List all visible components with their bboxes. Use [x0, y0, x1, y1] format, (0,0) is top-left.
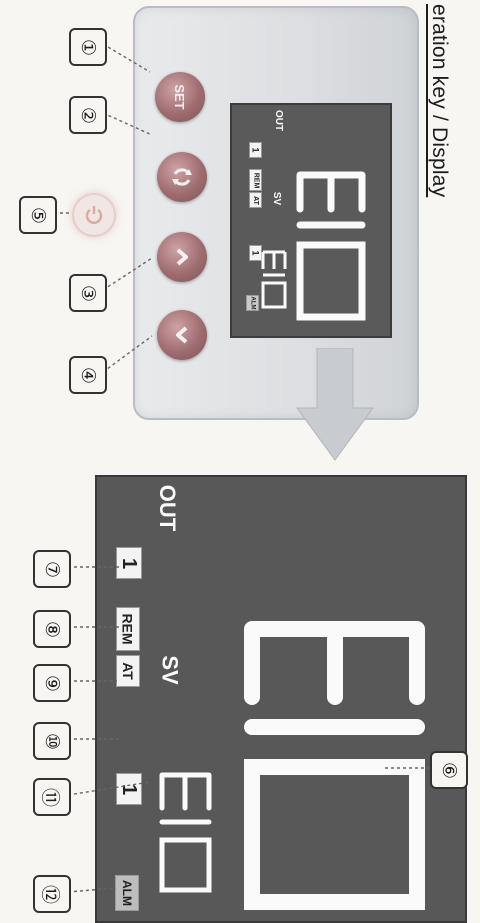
small-display: OUT 1 REM AT SV 1 ALM: [230, 103, 392, 338]
small-out-num: 1: [249, 142, 262, 158]
small-pv-value: [296, 171, 366, 321]
callout-8: ⑧: [33, 610, 71, 648]
big-rem-tag: REM: [116, 607, 140, 651]
callout-6: ⑥: [430, 751, 468, 789]
chevron-up-icon: [157, 310, 207, 360]
mode-cycle-icon: [157, 152, 207, 202]
small-sv-value: [261, 250, 287, 309]
mode-key[interactable]: [157, 152, 207, 202]
big-sv-value: [159, 772, 212, 893]
callout-4: ④: [69, 356, 107, 394]
big-out-num: 1: [116, 547, 142, 579]
small-rem-tag: REM: [249, 169, 262, 191]
callout-9: ⑨: [33, 664, 71, 702]
power-icon: [85, 206, 103, 224]
down-key[interactable]: [157, 232, 207, 282]
page-title: eration key / Display: [428, 4, 451, 198]
power-key[interactable]: [72, 193, 116, 237]
enlarged-display: OUT 1 REM AT SV 1 ALM: [95, 475, 467, 923]
callout-12: ⑫: [33, 875, 71, 913]
arrow-down-icon: [296, 348, 374, 461]
callout-1: ①: [69, 28, 107, 66]
callout-11: ⑪: [33, 778, 71, 816]
up-key[interactable]: [157, 310, 207, 360]
callout-10: ⑩: [33, 722, 71, 760]
set-key[interactable]: SET: [155, 72, 205, 122]
big-num-tag: 1: [116, 773, 142, 805]
callout-7: ⑦: [33, 550, 71, 588]
small-at-tag: AT: [249, 192, 262, 208]
small-alm-tag: ALM: [246, 295, 259, 311]
big-pv-value: [244, 621, 425, 910]
callout-2: ②: [69, 96, 107, 134]
callout-3: ③: [69, 274, 107, 312]
callout-5: ⑤: [19, 196, 57, 234]
big-alm-tag: ALM: [115, 875, 139, 911]
chevron-down-icon: [157, 232, 207, 282]
big-at-tag: AT: [116, 655, 140, 687]
